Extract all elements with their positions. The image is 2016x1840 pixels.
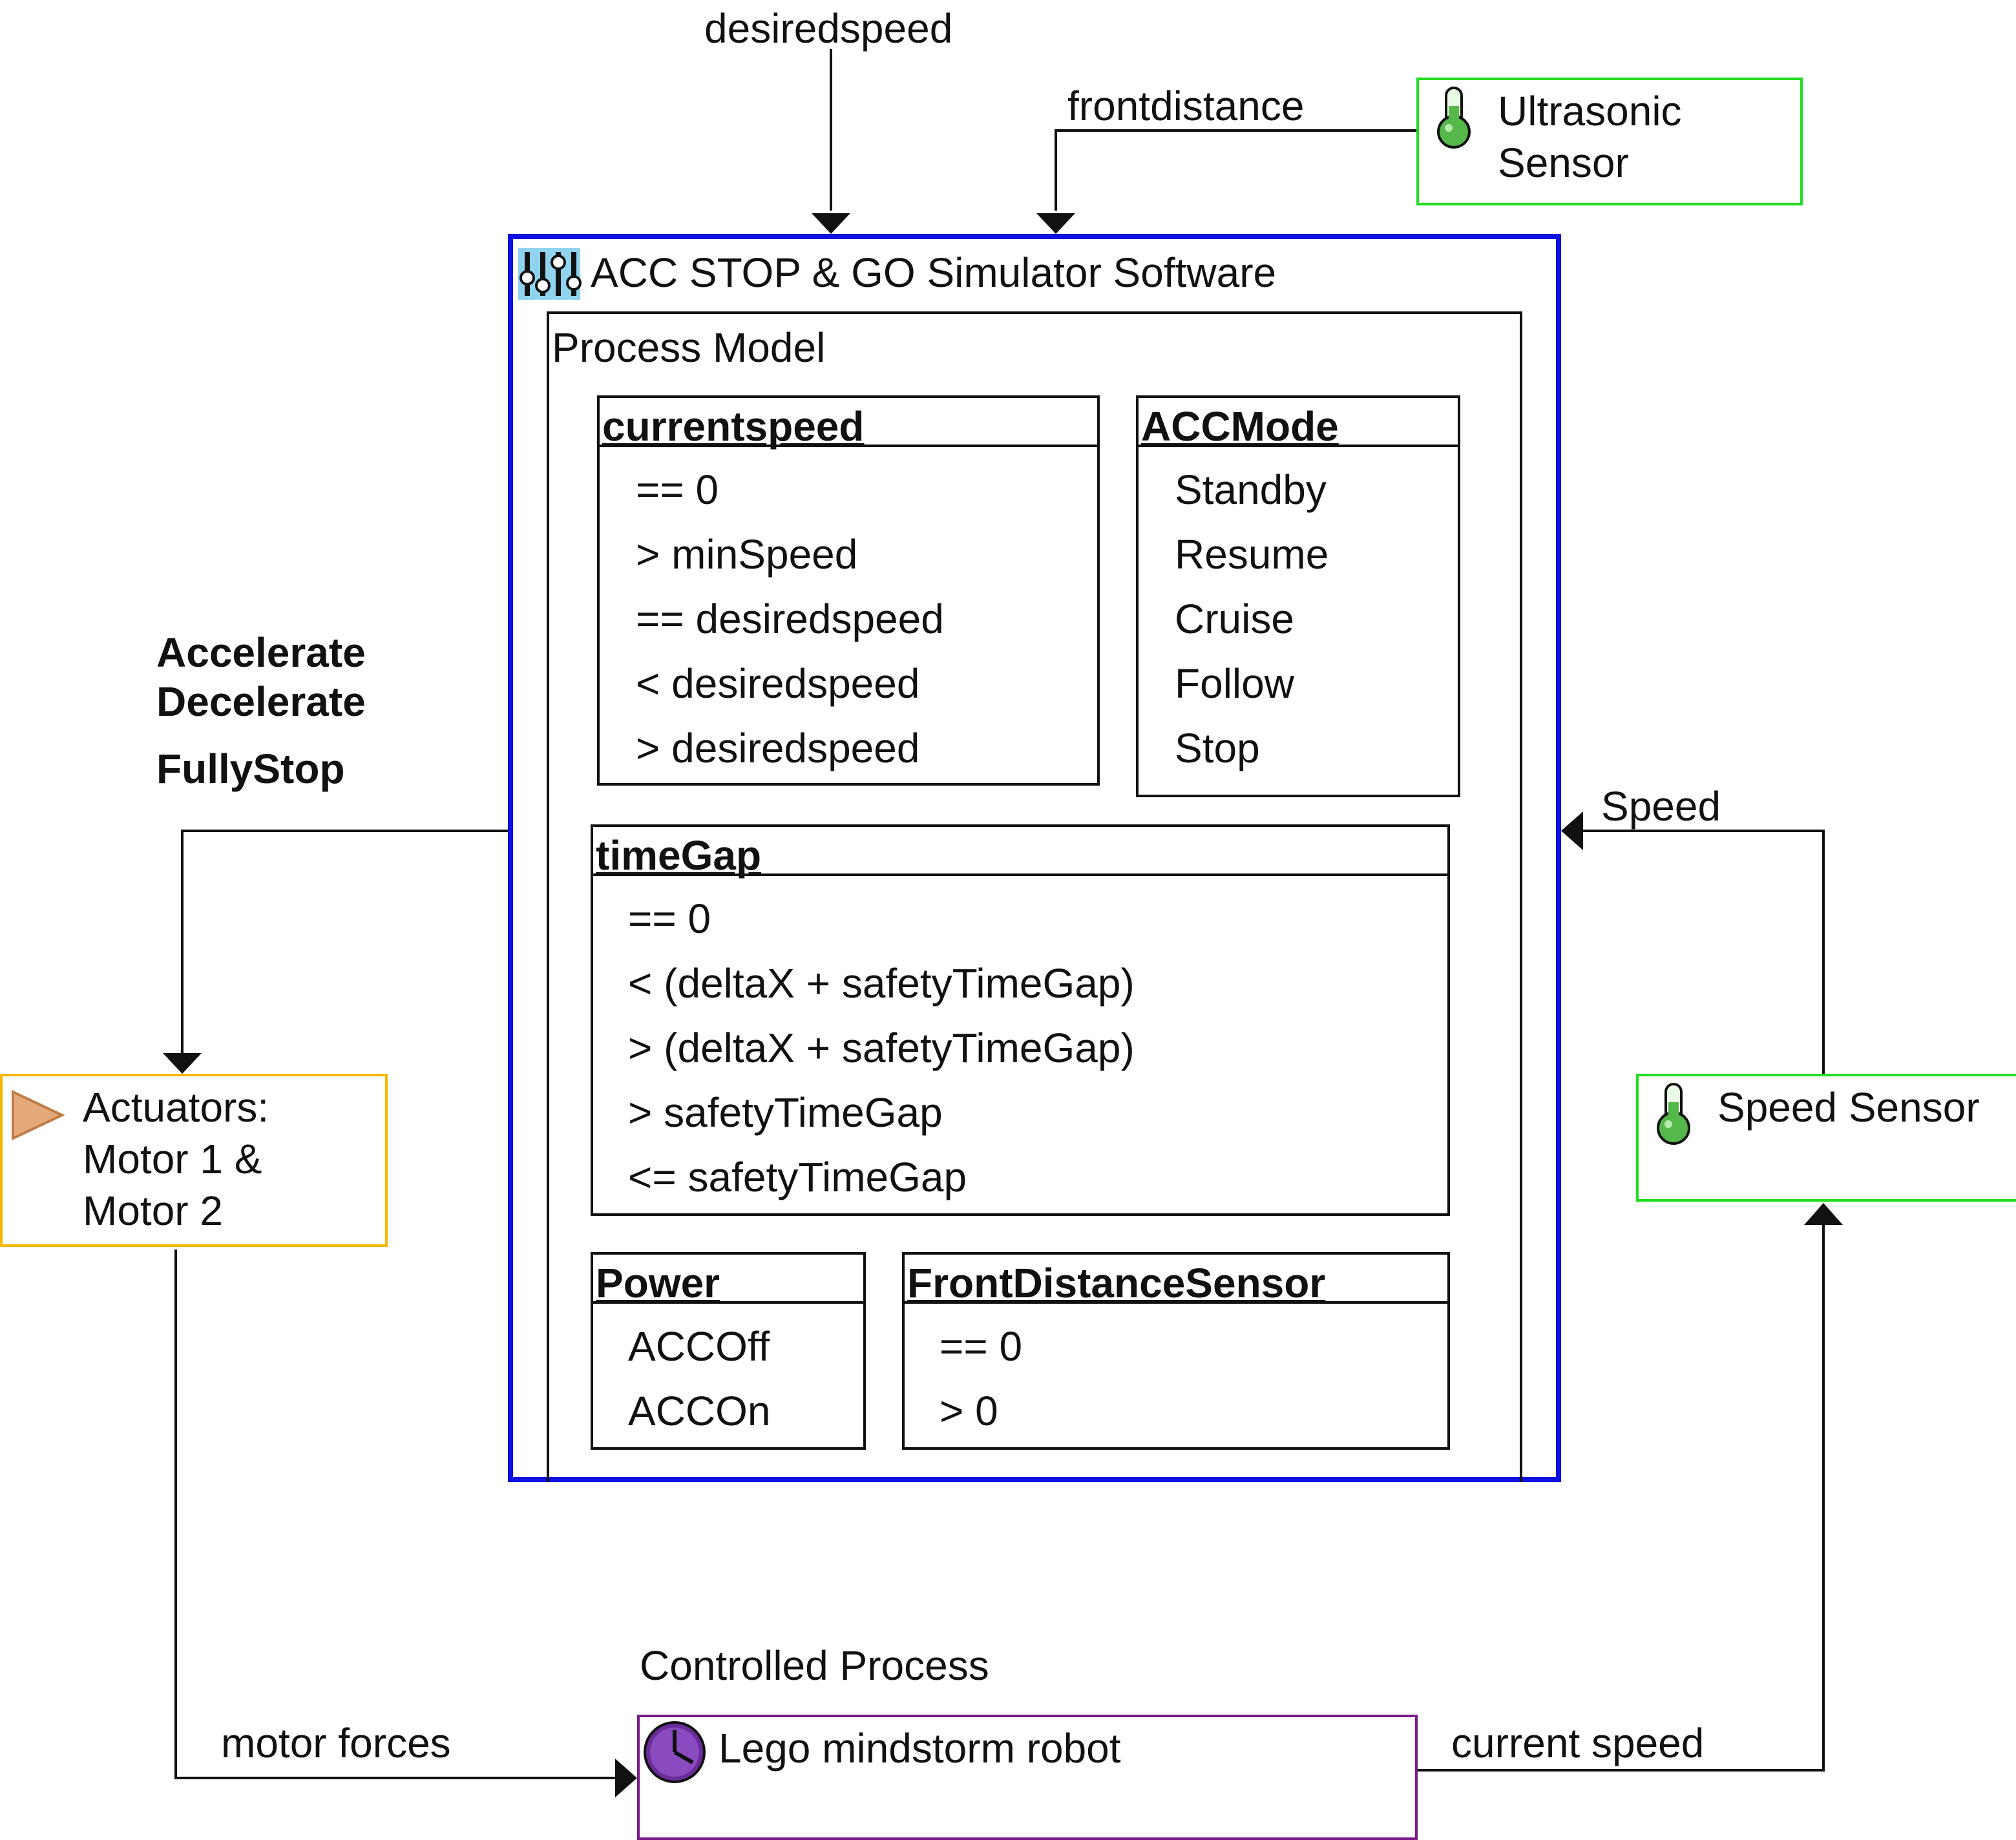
speed-sensor-box: Speed Sensor: [1636, 1074, 2016, 1202]
process-model-label: Process Model: [552, 324, 826, 371]
variable-value: == 0: [940, 1323, 1023, 1370]
speed-feedback-arrow: [1583, 830, 1825, 1074]
control-action-decelerate: Decelerate: [156, 678, 366, 725]
control-action-fullystop: FullyStop: [156, 746, 345, 792]
variable-value: > desiredspeed: [636, 725, 920, 771]
variable-value: Stop: [1175, 725, 1260, 771]
motor-forces-arrow: [174, 1249, 615, 1779]
motor-forces-label: motor forces: [221, 1720, 451, 1766]
variable-title: Power: [593, 1255, 863, 1304]
controlled-process-label: Controlled Process: [640, 1642, 989, 1689]
variable-value: ACCOn: [628, 1388, 771, 1434]
actuators-label-line1: Actuators:: [83, 1084, 269, 1131]
control-action-accelerate: Accelerate: [156, 629, 366, 676]
variable-power: Power ACCOff ACCOn: [591, 1252, 866, 1450]
ultrasonic-sensor-label-line2: Sensor: [1498, 140, 1629, 186]
controlled-process-box: Lego mindstorm robot: [637, 1715, 1418, 1840]
variable-value: Standby: [1175, 466, 1327, 513]
desiredspeed-arrowhead: [812, 213, 850, 234]
variable-value: > minSpeed: [636, 531, 858, 578]
current-speed-arrow: [1418, 1225, 1825, 1772]
motor-forces-arrowhead: [615, 1759, 637, 1797]
sliders-icon: [518, 248, 582, 300]
variable-value: > safetyTimeGap: [628, 1089, 943, 1136]
control-action-arrowhead: [163, 1053, 202, 1074]
frontdistance-arrowhead: [1036, 213, 1075, 234]
variable-value: Follow: [1175, 660, 1294, 707]
variable-title: currentspeed: [600, 398, 1097, 447]
variable-title: FrontDistanceSensor: [905, 1255, 1447, 1304]
variable-value: == 0: [628, 895, 711, 942]
variable-currentspeed: currentspeed == 0 > minSpeed == desireds…: [597, 395, 1100, 786]
controller-title: ACC STOP & GO Simulator Software: [591, 249, 1277, 296]
play-triangle-icon: [12, 1089, 65, 1141]
controller-box: ACC STOP & GO Simulator Software Process…: [508, 234, 1561, 1482]
current-speed-arrowhead: [1804, 1203, 1843, 1225]
control-action-arrow: [181, 830, 508, 1053]
frontdistance-label: frontdistance: [1067, 83, 1305, 129]
variable-accmode: ACCMode Standby Resume Cruise Follow Sto…: [1136, 395, 1460, 797]
actuators-label-line2: Motor 1 &: [83, 1136, 262, 1182]
ultrasonic-sensor-label-line1: Ultrasonic: [1498, 88, 1682, 134]
clock-icon: [644, 1721, 706, 1783]
actuators-box: Actuators: Motor 1 & Motor 2: [0, 1074, 388, 1247]
speed-sensor-label: Speed Sensor: [1717, 1084, 1980, 1131]
thermometer-icon: [1657, 1083, 1690, 1145]
ultrasonic-sensor-box: Ultrasonic Sensor: [1416, 78, 1803, 205]
variable-value: Cruise: [1175, 596, 1294, 642]
variable-title: ACCMode: [1139, 398, 1458, 447]
variable-value: > 0: [940, 1388, 998, 1434]
variable-value: == 0: [636, 466, 719, 513]
actuators-label-line3: Motor 2: [83, 1187, 223, 1234]
variable-value: <= safetyTimeGap: [628, 1154, 967, 1200]
variable-title: timeGap: [593, 827, 1447, 876]
process-model-box: Process Model: [547, 311, 1522, 1482]
speed-feedback-arrowhead: [1561, 811, 1583, 850]
speed-label: Speed: [1601, 783, 1721, 830]
desiredspeed-label: desiredspeed: [704, 5, 953, 52]
variable-value: > (deltaX + safetyTimeGap): [628, 1025, 1135, 1071]
variable-value: == desiredspeed: [636, 596, 944, 642]
current-speed-label: current speed: [1451, 1720, 1705, 1766]
variable-value: < desiredspeed: [636, 660, 920, 707]
thermometer-icon: [1437, 87, 1471, 149]
variable-frontdistancesensor: FrontDistanceSensor == 0 > 0: [902, 1252, 1450, 1450]
frontdistance-arrow: [1055, 129, 1416, 211]
variable-value: ACCOff: [628, 1323, 770, 1370]
controlled-process-name: Lego mindstorm robot: [719, 1725, 1121, 1772]
variable-timegap: timeGap == 0 < (deltaX + safetyTimeGap) …: [591, 824, 1450, 1216]
variable-value: < (deltaX + safetyTimeGap): [628, 960, 1135, 1007]
variable-value: Resume: [1175, 531, 1329, 578]
